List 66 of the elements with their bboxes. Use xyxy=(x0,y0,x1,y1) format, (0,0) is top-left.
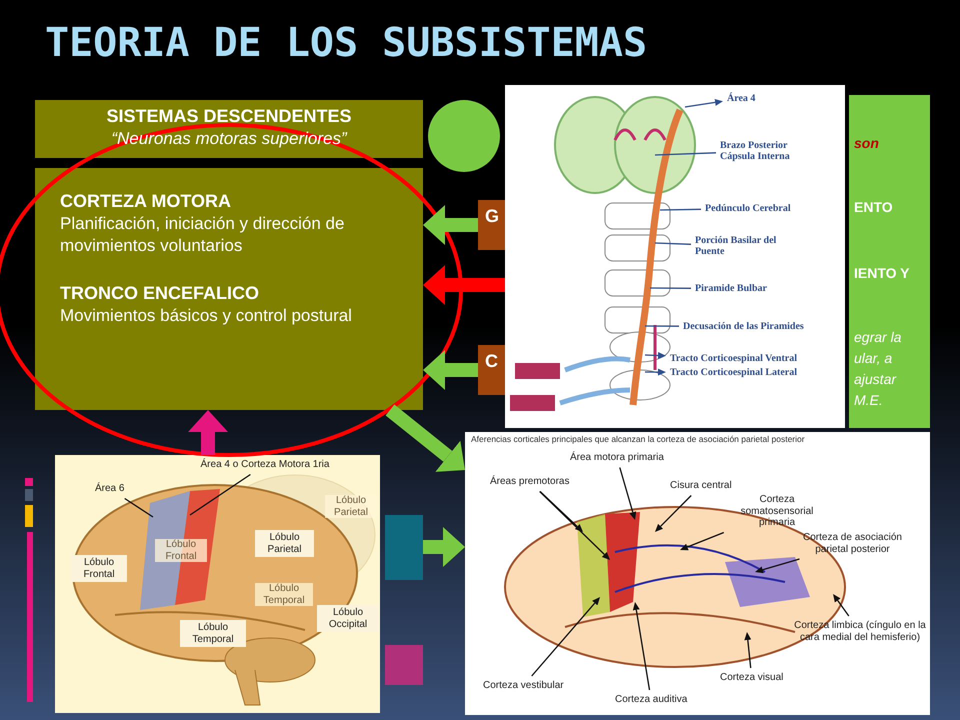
panel-paragraph: Movimientos básicos y control postural xyxy=(60,304,353,327)
leader-arrow xyxy=(684,98,723,108)
header-panel xyxy=(35,100,423,158)
leader-arrow xyxy=(833,594,850,616)
part-label: Lóbulo Temporal xyxy=(255,583,313,606)
text-panel xyxy=(849,95,930,428)
part-label: Tracto Corticoespinal Lateral xyxy=(670,367,798,378)
color-bar xyxy=(385,645,423,685)
leader-line xyxy=(654,152,716,156)
block-arrow xyxy=(386,404,465,472)
leader-arrow xyxy=(680,532,724,550)
panel-text: ENTO xyxy=(854,199,893,216)
figure-panel xyxy=(55,455,380,713)
part-label: Brazo Posterior Cápsula Interna xyxy=(720,140,815,162)
part-label: Tracto Corticoespinal Ventral xyxy=(670,353,798,364)
part-label: Área 4 o Corteza Motora 1ria xyxy=(200,459,330,470)
panel-text: IENTO Y xyxy=(854,265,910,282)
part-label: Lóbulo Frontal xyxy=(71,555,127,582)
leader-line xyxy=(660,208,702,211)
part-label: Corteza auditiva xyxy=(615,694,688,706)
part-label: Piramide Bulbar xyxy=(695,283,767,294)
part-label: Corteza visual xyxy=(720,672,784,684)
leader-arrow xyxy=(645,368,666,376)
part-label: Corteza vestibular xyxy=(483,680,564,692)
panel-paragraph: egrar la ular, a ajustar M.E. xyxy=(854,328,902,410)
part-label: Pedúnculo Cerebral xyxy=(705,203,791,214)
part-label: Área 4 xyxy=(727,93,756,104)
leader-arrow xyxy=(619,467,636,520)
part-label: Lóbulo Parietal xyxy=(325,495,377,518)
block-arrow xyxy=(423,205,478,245)
slide-title: TEORIA DE LOS SUBSISTEMAS xyxy=(45,20,648,66)
block-arrow xyxy=(423,350,478,390)
part-label: Lóbulo Temporal xyxy=(180,620,246,647)
part-label: Áreas premotoras xyxy=(490,476,570,488)
part-label: Lóbulo Parietal xyxy=(255,530,314,557)
leader-line xyxy=(654,242,692,245)
leader-line xyxy=(650,287,691,289)
panel-text: son xyxy=(854,135,879,152)
leader-arrow xyxy=(531,597,600,676)
part-label: Porción Basilar del Puente xyxy=(695,235,785,257)
part-label: Lóbulo Occipital xyxy=(317,605,379,632)
leader-arrow xyxy=(540,491,584,532)
block-arrow xyxy=(188,410,228,455)
panel-heading: CORTEZA MOTORA xyxy=(60,190,232,213)
leader-arrow xyxy=(632,602,650,690)
figure-caption: Aferencias corticales principales que alcanzan la corteza de asociación parietal posterior xyxy=(471,435,805,445)
part-label: Área 6 xyxy=(95,483,124,494)
leader-arrow xyxy=(654,495,692,532)
text-panel xyxy=(35,168,423,410)
label-tab: C xyxy=(478,345,505,395)
leader-arrow xyxy=(644,352,666,359)
panel-paragraph: Planificación, iniciación y dirección de movimientos voluntarios xyxy=(60,213,346,258)
part-label: Área motora primaria xyxy=(570,452,664,464)
block-arrow xyxy=(423,527,465,567)
color-bar xyxy=(385,515,423,580)
part-label: Lóbulo Frontal xyxy=(155,539,207,562)
panel-subtitle: “Neuronas motoras superiores” xyxy=(110,129,348,149)
leader-line xyxy=(190,474,251,516)
panel-heading: SISTEMAS DESCENDENTES xyxy=(105,106,353,127)
label-tab: G xyxy=(478,200,505,250)
part-label: Cisura central xyxy=(670,480,732,492)
leader-arrow xyxy=(539,491,610,560)
part-label: Decusación de las Piramides xyxy=(683,321,804,332)
panel-heading: TRONCO ENCEFALICO xyxy=(60,282,260,305)
figure-panel xyxy=(505,85,845,428)
figure-panel xyxy=(465,432,930,715)
